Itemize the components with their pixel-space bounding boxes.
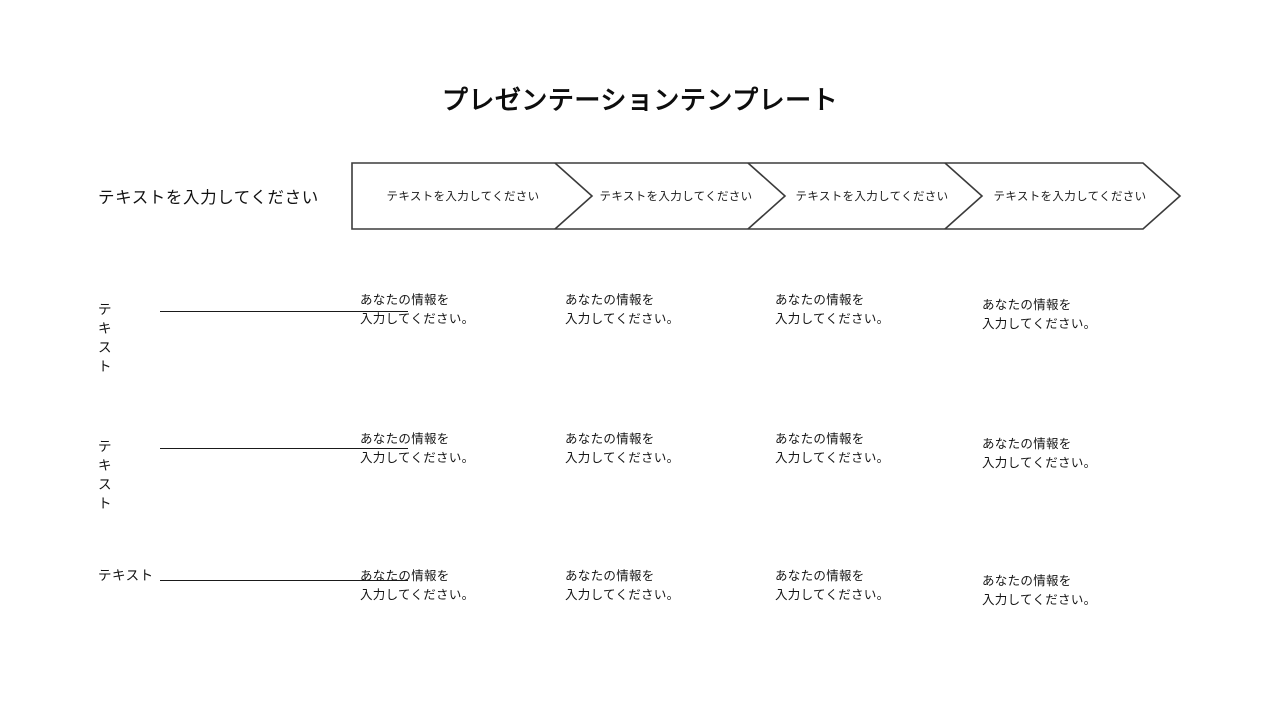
row-1-label: テキスト xyxy=(98,302,112,375)
row-1-cell-2[interactable]: あなたの情報を 入力してください。 xyxy=(565,293,680,326)
row-2-cell-2[interactable]: あなたの情報を 入力してください。 xyxy=(565,432,680,465)
process-band-divider-1 xyxy=(554,162,594,230)
row-3-cell-2[interactable]: あなたの情報を 入力してください。 xyxy=(565,569,680,602)
process-band[interactable]: テキストを入力してください テキストを入力してください テキストを入力してくださ… xyxy=(344,150,1192,242)
page-title: プレゼンテーションテンプレート xyxy=(441,85,839,115)
row-2-rule xyxy=(160,448,408,449)
row-2-cell-3[interactable]: あなたの情報を 入力してください。 xyxy=(775,432,890,465)
row-2-cell-4[interactable]: あなたの情報を 入力してください。 xyxy=(982,437,1097,470)
row-3-rule xyxy=(160,580,408,581)
row-3-label: テキスト xyxy=(98,568,154,583)
row-2-cell-1[interactable]: あなたの情報を 入力してください。 xyxy=(360,432,475,465)
row-1-cell-1[interactable]: あなたの情報を 入力してください。 xyxy=(360,293,475,326)
process-band-divider-3 xyxy=(944,162,984,230)
process-band-outline xyxy=(351,162,1182,230)
row-1-cell-3[interactable]: あなたの情報を 入力してください。 xyxy=(775,293,890,326)
row-3-cell-1[interactable]: あなたの情報を 入力してください。 xyxy=(360,569,475,602)
process-band-side-label: テキストを入力してください xyxy=(98,189,319,207)
row-2-label: テキスト xyxy=(98,439,112,512)
row-3-cell-4[interactable]: あなたの情報を 入力してください。 xyxy=(982,574,1097,607)
row-1-rule xyxy=(160,311,408,312)
row-3-cell-3[interactable]: あなたの情報を 入力してください。 xyxy=(775,569,890,602)
row-1-cell-4[interactable]: あなたの情報を 入力してください。 xyxy=(982,298,1097,331)
process-band-divider-2 xyxy=(747,162,787,230)
